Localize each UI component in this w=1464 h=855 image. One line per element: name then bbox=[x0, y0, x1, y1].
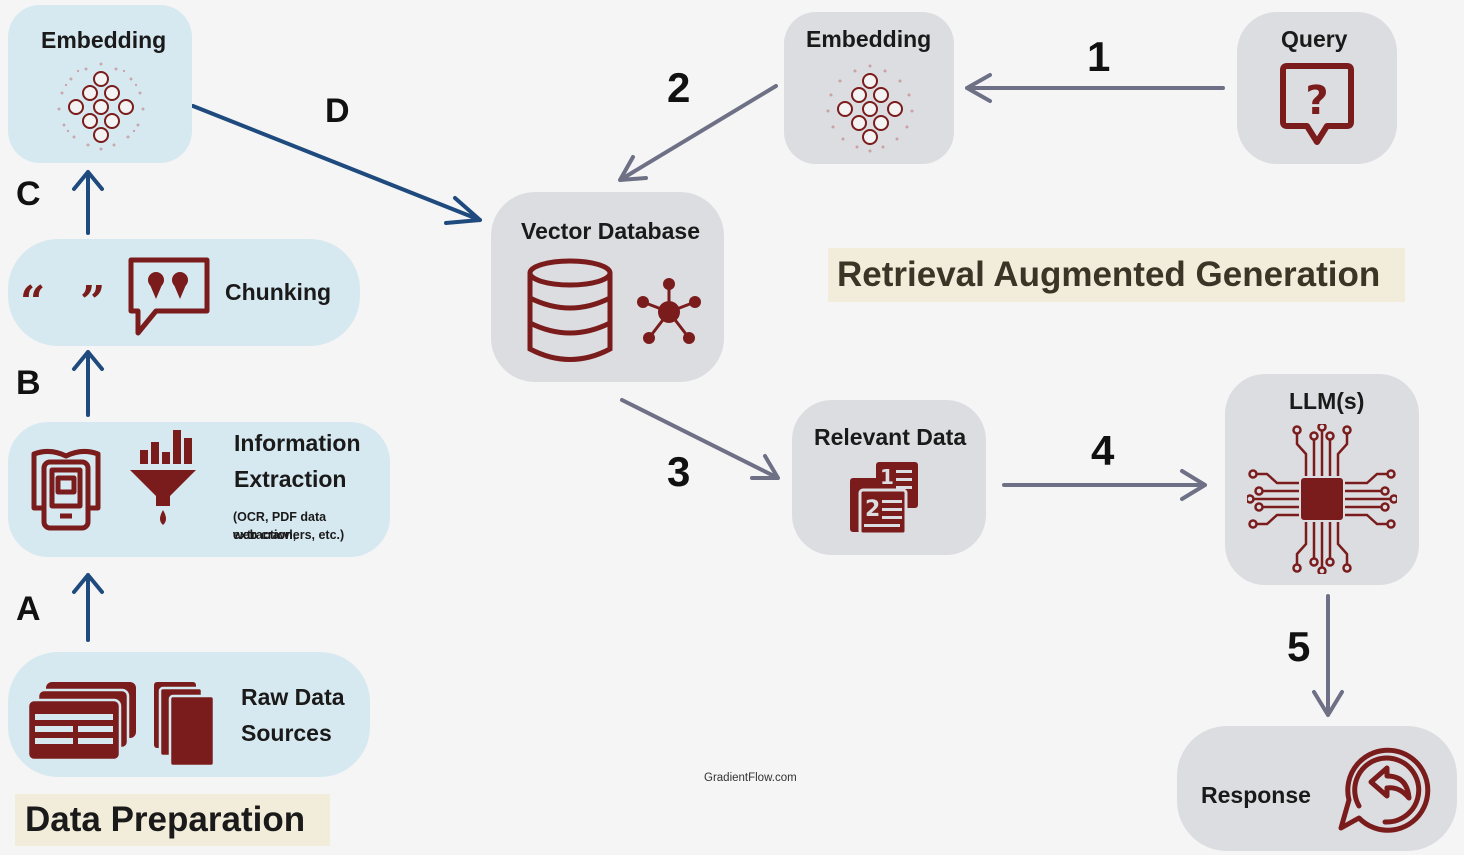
rag-embedding-label: Embedding bbox=[806, 26, 932, 52]
documents-icon bbox=[26, 682, 216, 768]
funnel-icon bbox=[130, 430, 196, 525]
neural-network-icon bbox=[826, 64, 914, 153]
info-extraction-note-line1: (OCR, PDF data extraction, bbox=[233, 510, 327, 542]
arrow-d bbox=[191, 104, 482, 225]
raw-data-label-line1: Raw Data bbox=[241, 684, 345, 710]
quote-marks-icon: “ ” bbox=[20, 279, 105, 319]
arrow-5 bbox=[1312, 594, 1344, 717]
vector-database-node: Vector Database bbox=[491, 192, 724, 382]
svg-text:1: 1 bbox=[880, 465, 894, 489]
step-number-1: 1 bbox=[1087, 33, 1111, 80]
arrow-2 bbox=[618, 84, 778, 182]
rag-title: Retrieval Augmented Generation bbox=[828, 248, 1405, 302]
data-preparation-title: Data Preparation bbox=[15, 794, 330, 846]
svg-text:”: ” bbox=[80, 279, 105, 319]
info-extraction-note-line2: web crawlers, etc.) bbox=[233, 528, 345, 542]
rag-embedding-node: Embedding bbox=[784, 12, 954, 164]
prep-embedding-node: Embedding bbox=[8, 5, 192, 163]
query-node: Query ? bbox=[1237, 12, 1397, 164]
arrow-a bbox=[72, 573, 104, 642]
step-number-4: 4 bbox=[1091, 427, 1115, 474]
graph-nodes-icon bbox=[637, 278, 701, 344]
raw-data-sources-node: Raw Data Sources bbox=[8, 652, 370, 777]
arrow-3 bbox=[620, 398, 780, 480]
raw-data-label-line2: Sources bbox=[241, 720, 332, 746]
step-letter-d: D bbox=[325, 92, 350, 130]
information-extraction-node: Information Extraction (OCR, PDF data ex… bbox=[8, 422, 390, 557]
svg-text:“: “ bbox=[20, 279, 45, 319]
svg-text:?: ? bbox=[1305, 78, 1328, 124]
reader-device-icon bbox=[31, 448, 101, 531]
arrow-b bbox=[72, 350, 104, 417]
step-letter-c: C bbox=[16, 175, 41, 213]
credit-text: GradientFlow.com bbox=[704, 772, 797, 784]
info-extraction-label-line1: Information bbox=[234, 430, 361, 456]
step-letter-b: B bbox=[16, 364, 41, 402]
query-label: Query bbox=[1281, 26, 1348, 52]
step-number-2: 2 bbox=[667, 64, 691, 111]
llm-label: LLM(s) bbox=[1289, 388, 1365, 414]
response-node: Response bbox=[1177, 726, 1457, 851]
step-number-5: 5 bbox=[1287, 623, 1311, 670]
chunking-node: “ ” Chunking bbox=[8, 239, 360, 346]
step-letter-a: A bbox=[16, 590, 41, 628]
response-label: Response bbox=[1201, 782, 1311, 808]
database-icon bbox=[527, 258, 613, 362]
prep-embedding-label: Embedding bbox=[41, 27, 167, 53]
arrow-c bbox=[72, 170, 104, 235]
llm-node: LLM(s) bbox=[1225, 374, 1419, 585]
arrow-4 bbox=[1002, 469, 1207, 501]
question-bubble-icon: ? bbox=[1280, 63, 1354, 145]
chip-circuit-icon bbox=[1247, 424, 1397, 574]
relevant-data-node: Relevant Data 1 2 bbox=[792, 400, 986, 555]
step-number-3: 3 bbox=[667, 448, 691, 495]
info-extraction-label-line2: Extraction bbox=[234, 466, 347, 492]
chunking-label: Chunking bbox=[225, 279, 332, 305]
speech-bubble-quote-icon bbox=[128, 257, 210, 336]
vector-database-label: Vector Database bbox=[521, 218, 700, 244]
ranked-documents-icon: 1 2 bbox=[850, 462, 918, 536]
neural-network-icon bbox=[57, 62, 145, 151]
reply-bubble-icon bbox=[1338, 747, 1431, 833]
arrow-1 bbox=[965, 73, 1225, 103]
relevant-data-label: Relevant Data bbox=[814, 424, 967, 450]
svg-text:2: 2 bbox=[865, 497, 880, 522]
